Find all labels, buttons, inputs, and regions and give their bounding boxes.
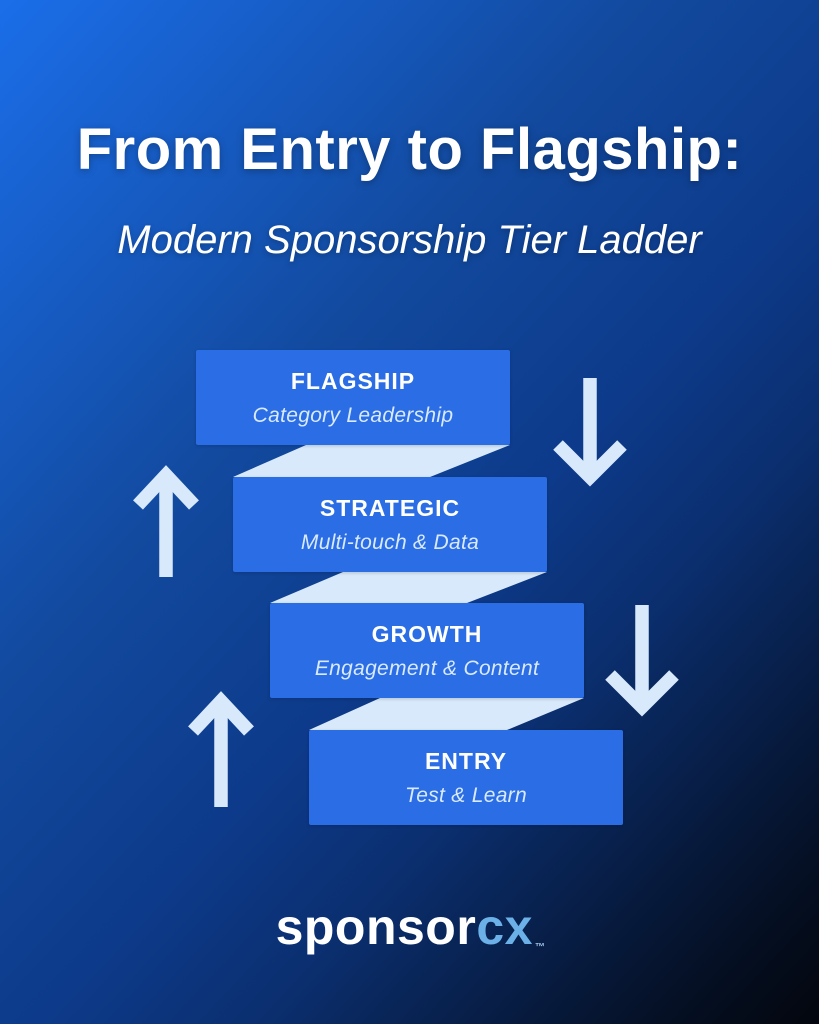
tier-growth: GROWTH Engagement & Content bbox=[270, 603, 584, 698]
arrow-down-icon bbox=[553, 378, 627, 487]
tier-tagline: Engagement & Content bbox=[314, 656, 540, 680]
logo-text-accent: cx bbox=[476, 899, 533, 955]
tier-tagline: Category Leadership bbox=[252, 403, 454, 427]
page-title: From Entry to Flagship: bbox=[76, 117, 743, 182]
arrow-down-icon bbox=[605, 605, 679, 717]
trademark-symbol: ™ bbox=[534, 942, 546, 953]
page-subtitle: Modern Sponsorship Tier Ladder bbox=[117, 218, 702, 262]
arrow-up-icon bbox=[188, 691, 254, 807]
tier-entry: ENTRY Test & Learn bbox=[309, 730, 623, 825]
tier-name: GROWTH bbox=[371, 620, 483, 647]
tier-name: STRATEGIC bbox=[319, 494, 461, 521]
tier-flagship: FLAGSHIP Category Leadership bbox=[196, 350, 510, 445]
tier-name: FLAGSHIP bbox=[290, 367, 416, 394]
step-connector bbox=[233, 445, 510, 477]
tier-tagline: Test & Learn bbox=[405, 783, 527, 807]
logo-text-primary: sponsor bbox=[275, 899, 477, 955]
tier-name: ENTRY bbox=[424, 747, 508, 774]
tier-strategic: STRATEGIC Multi-touch & Data bbox=[233, 477, 547, 572]
tier-tagline: Multi-touch & Data bbox=[300, 530, 480, 554]
step-connector bbox=[270, 572, 547, 603]
arrow-up-icon bbox=[133, 465, 199, 577]
step-connector bbox=[309, 698, 584, 730]
